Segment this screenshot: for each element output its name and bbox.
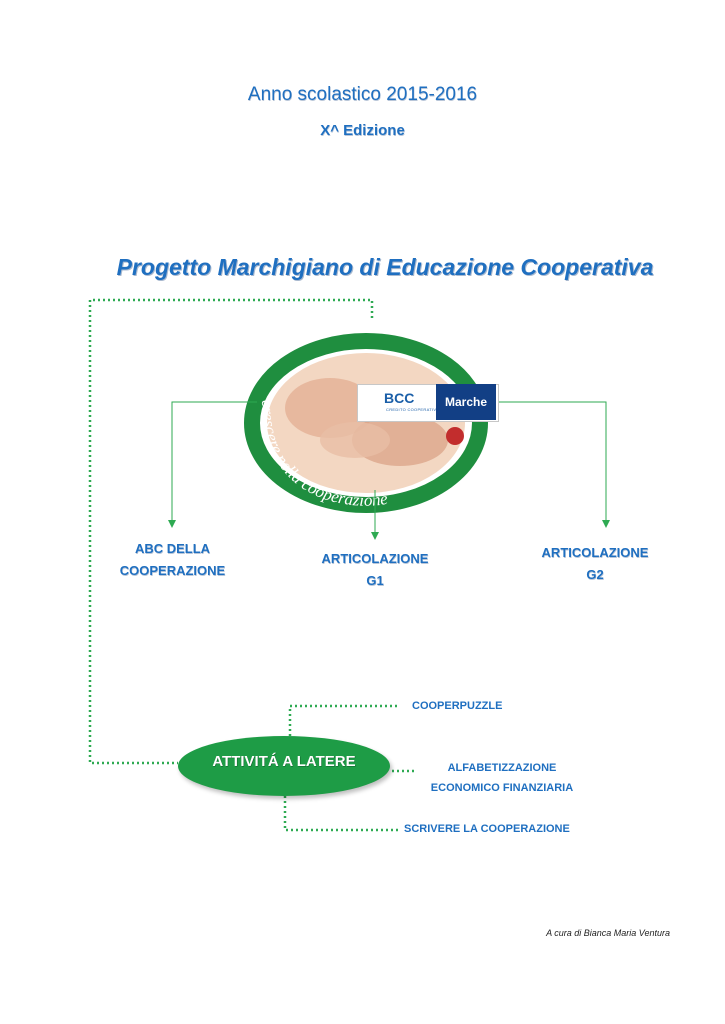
marche-label: Marche [444,395,488,409]
connector-g2 [497,401,610,528]
dotted-connector-left [88,298,374,765]
connector-abc [168,401,257,528]
node-g1-line2: G1 [366,573,384,588]
bcc-logo-text: BCC [384,390,415,406]
activity-scrivere-la-cooperazione: SCRIVERE LA COOPERAZIONE [404,823,570,835]
node-g2-line1: ARTICOLAZIONE [541,545,649,560]
activity-cooperpuzzle: COOPERPUZZLE [412,700,503,712]
node-abc-line1: ABC DELLA [134,541,211,556]
node-articolazione-g1: ARTICOLAZIONE G1 [305,548,445,592]
edition-label: X^ Edizione [320,122,405,139]
apple-icon [446,427,464,445]
school-year: Anno scolastico 2015-2016 [247,84,478,105]
node-abc-line2: COOPERAZIONE [119,563,226,578]
connector-cooperpuzzle [288,704,398,736]
bcc-logo-subtext: CREDITO COOPERATIVO [386,407,440,412]
marche-badge: Marche [436,384,496,420]
activities-center-node: ATTIVITÁ A LATERE [178,736,390,796]
node-abc-della-cooperazione: ABC DELLA COOPERAZIONE [105,538,240,582]
node-articolazione-g2: ARTICOLAZIONE G2 [525,542,665,586]
node-g1-line1: ARTICOLAZIONE [321,551,429,566]
page-title: Progetto Marchigiano di Educazione Coope… [116,254,654,280]
node-g2-line2: G2 [586,567,604,582]
activity-alfabetizzazione-line1: ALFABETIZZAZIONE [447,762,557,774]
activities-center-label: ATTIVITÁ A LATERE [212,752,356,770]
connector-scrivere [283,796,398,832]
activity-alfabetizzazione: ALFABETIZZAZIONE ECONOMICO FINANZIARIA [417,758,587,798]
logo-ring: crescere nella cooperazione [244,333,488,513]
author-credit: A cura di Bianca Maria Ventura [546,928,670,938]
activity-alfabetizzazione-line2: ECONOMICO FINANZIARIA [430,782,574,794]
